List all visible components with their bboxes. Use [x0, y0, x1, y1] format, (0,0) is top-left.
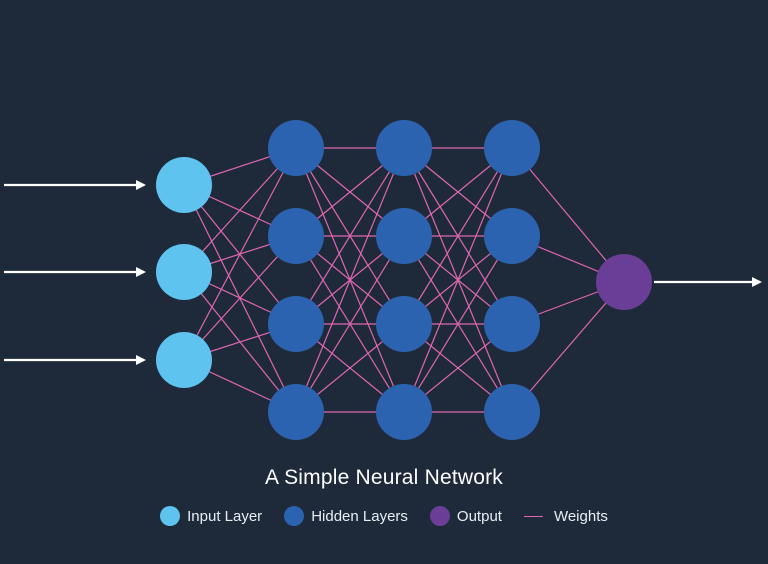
weight-line	[403, 147, 513, 413]
weight-line	[295, 235, 405, 413]
hidden-node	[376, 296, 432, 352]
hidden-node	[376, 208, 432, 264]
input-node	[156, 244, 212, 300]
legend-item-output: Output	[429, 506, 502, 526]
hidden-node-swatch	[284, 506, 305, 526]
hidden-node	[484, 384, 540, 440]
legend-item-input: Input Layer	[160, 506, 262, 526]
weight-line	[511, 281, 625, 413]
hidden-node	[268, 384, 324, 440]
legend-label-input: Input Layer	[187, 507, 263, 525]
output-node	[596, 254, 652, 310]
signal-arrows	[4, 180, 762, 365]
weight-line-swatch	[523, 515, 543, 517]
hidden-node	[484, 296, 540, 352]
legend: Input Layer Hidden Layers Output Weights	[0, 505, 768, 527]
input-node	[156, 157, 212, 213]
hidden-node	[484, 120, 540, 176]
hidden-node	[268, 296, 324, 352]
legend-label-weights: Weights	[553, 507, 608, 525]
weight-line	[183, 147, 297, 361]
network-nodes	[156, 120, 652, 440]
network-diagram	[4, 120, 762, 440]
legend-label-output: Output	[456, 507, 502, 525]
weight-line	[403, 235, 513, 413]
weight-line	[403, 147, 513, 325]
hidden-node	[484, 208, 540, 264]
weight-connections	[183, 147, 625, 413]
hidden-node	[268, 208, 324, 264]
hidden-node	[376, 120, 432, 176]
legend-item-weights: Weights	[523, 507, 608, 525]
input-node-swatch	[160, 506, 181, 526]
output-node-swatch	[429, 506, 450, 526]
legend-label-hidden: Hidden Layers	[311, 507, 408, 525]
legend-item-hidden: Hidden Layers	[284, 506, 408, 526]
weight-line	[295, 147, 405, 413]
weight-line	[511, 147, 625, 283]
hidden-node	[268, 120, 324, 176]
hidden-node	[376, 384, 432, 440]
input-node	[156, 332, 212, 388]
weight-line	[295, 147, 405, 325]
diagram-title: A Simple Neural Network	[264, 466, 504, 489]
